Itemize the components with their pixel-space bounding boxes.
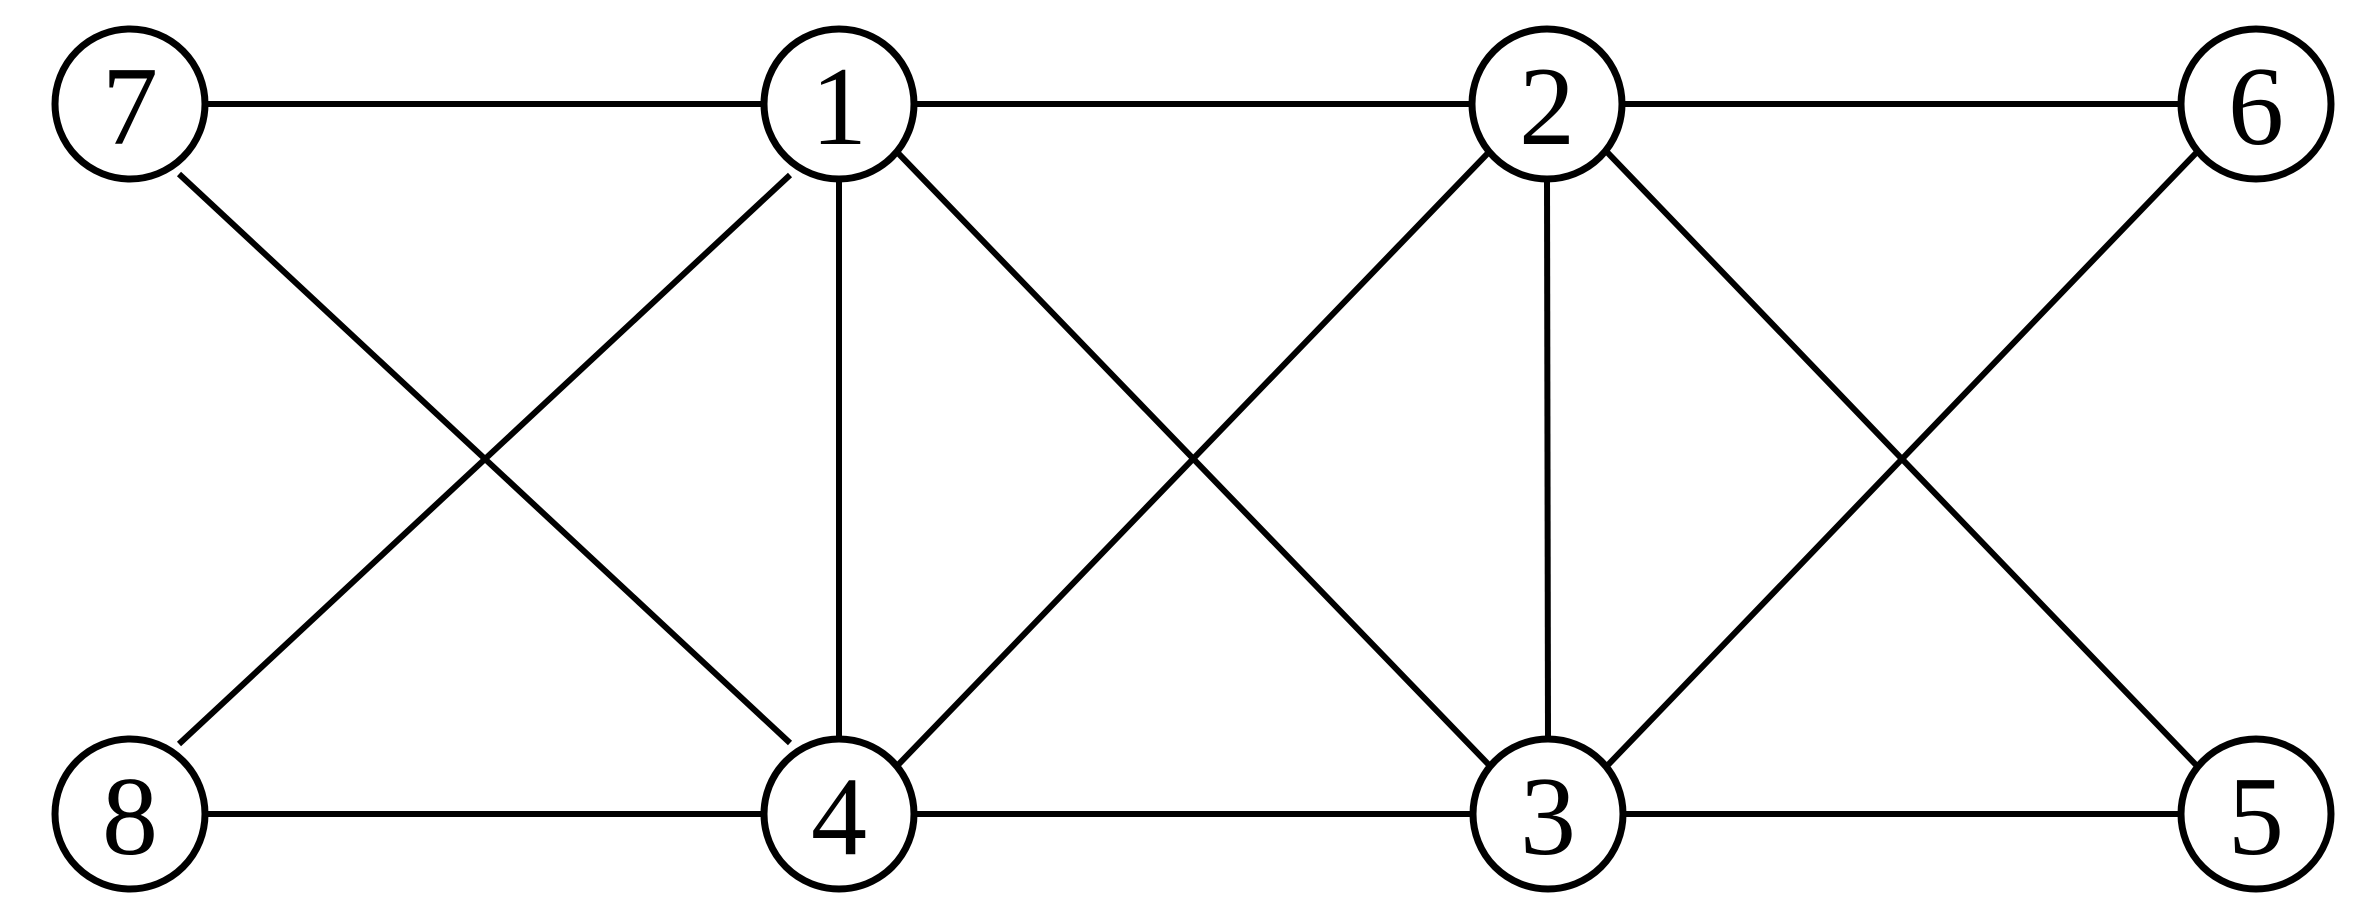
graph-node-label-3: 3	[1520, 755, 1576, 879]
graph-node-5[interactable]: 5	[2177, 735, 2335, 893]
graph-node-circle-8[interactable]	[51, 735, 209, 893]
graph-edge-3-6	[1603, 148, 2201, 770]
graph-node-label-1: 1	[811, 45, 867, 169]
graph-node-circle-4[interactable]	[760, 735, 918, 893]
graph-node-2[interactable]: 2	[1468, 25, 1626, 183]
graph-edge-2-4	[894, 149, 1492, 769]
graph-edge-2-3	[1544, 178, 1551, 740]
graph-node-label-4: 4	[811, 755, 867, 879]
graph-node-4[interactable]: 4	[760, 735, 918, 893]
graph-node-label-2: 2	[1519, 45, 1575, 169]
graph-node-label-8: 8	[102, 755, 158, 879]
graph-node-circle-7[interactable]	[51, 25, 209, 183]
graph-edge-8-1	[176, 172, 793, 747]
graph-node-circle-3[interactable]	[1469, 735, 1627, 893]
graph-node-circle-2[interactable]	[1468, 25, 1626, 183]
graph-node-7[interactable]: 7	[51, 25, 209, 183]
graph-node-circle-1[interactable]	[760, 25, 918, 183]
edge-layer	[176, 101, 2201, 817]
graph-node-3[interactable]: 3	[1469, 735, 1627, 893]
graph-node-6[interactable]: 6	[2177, 25, 2335, 183]
node-layer: 7 1 2 6 8 4 3 5	[51, 25, 2335, 893]
graph-node-label-5: 5	[2228, 755, 2284, 879]
graph-node-label-6: 6	[2228, 45, 2284, 169]
graph-node-1[interactable]: 1	[760, 25, 918, 183]
graph-node-circle-5[interactable]	[2177, 735, 2335, 893]
graph-node-circle-6[interactable]	[2177, 25, 2335, 183]
graph-node-8[interactable]: 8	[51, 735, 209, 893]
graph-node-label-7: 7	[102, 45, 158, 169]
